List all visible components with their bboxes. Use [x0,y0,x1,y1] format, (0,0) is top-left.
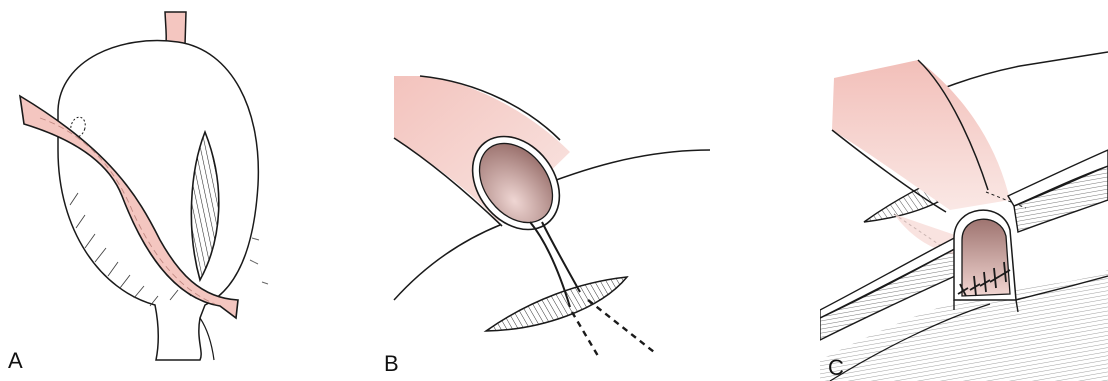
ureter-tube [832,60,1010,210]
panel-b: B [380,0,710,381]
panel-a: A [0,0,330,381]
suture-dashed-2 [588,300,654,352]
panel-label-a: A [8,350,23,372]
suture-dashed-1 [572,312,598,356]
panel-label-c: C [828,357,844,379]
panel-b-drawing [380,0,710,381]
bladder-wall-lower [394,225,500,300]
panel-a-drawing [0,0,330,381]
bladder-incision [486,277,627,331]
panel-c-drawing [820,0,1108,381]
panel-c: C [820,0,1108,381]
panel-label-b: B [384,353,399,375]
